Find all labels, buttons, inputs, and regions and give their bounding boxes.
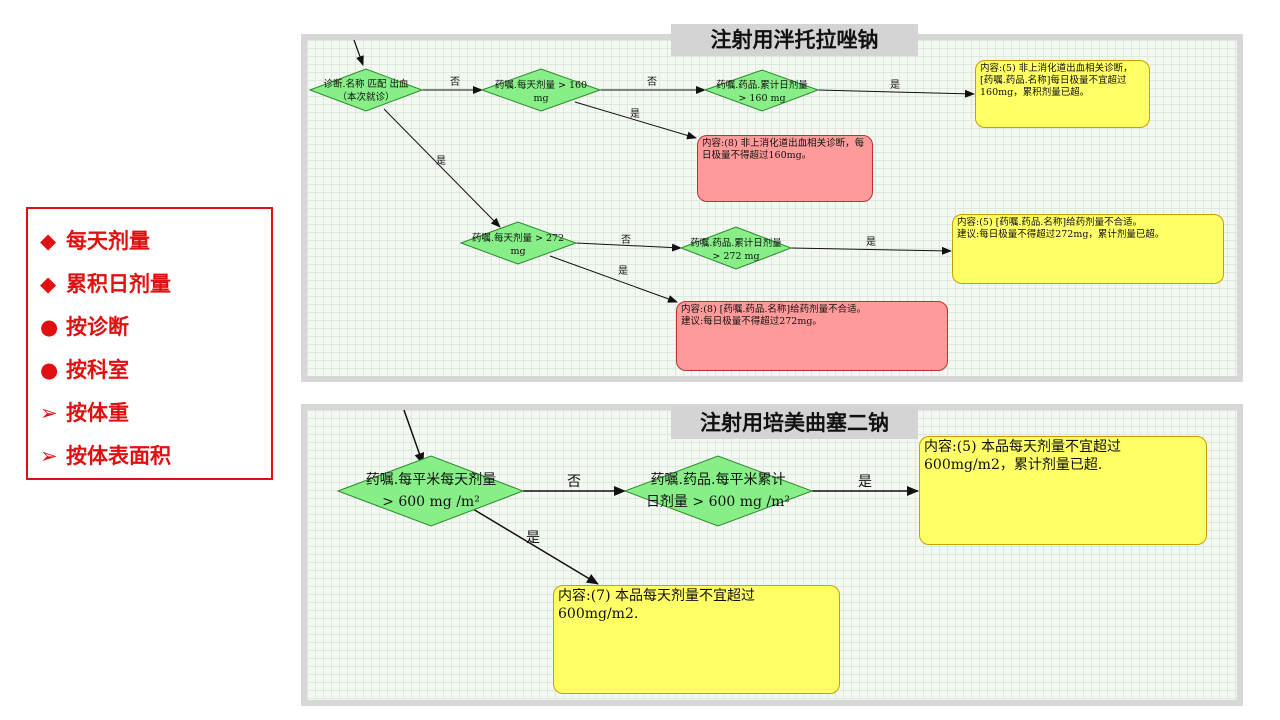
flowchart-panel-pemetrexed: 否 是 是 药嘱.每平米每天剂量 > 600 mg /m² 药嘱.药品.每平米累… bbox=[307, 409, 1237, 700]
node-line: 药嘱.药品.累计日剂量 bbox=[690, 237, 782, 249]
entry-edge bbox=[403, 409, 425, 465]
result-box-cumulative-272: 内容:(5) [药嘱.药品.名称]给药剂量不合适。 建议:每日极量不得超过272… bbox=[952, 214, 1224, 284]
node-line: > 160 mg bbox=[738, 93, 785, 104]
edge-label: 否 bbox=[567, 474, 581, 490]
flowchart-panel-pantoprazole: 否 否 是 是 是 否 是 是 诊断.名称 匹配 出血 （本次就诊） 药嘱.每天… bbox=[307, 39, 1237, 376]
edge-label: 否 bbox=[621, 234, 631, 246]
legend-label: 按体表面积 bbox=[66, 444, 171, 468]
node-line: （本次就诊） bbox=[337, 91, 394, 103]
result-box-cumulative-160: 内容:(5) 非上消化道出血相关诊断，[药嘱.药品.名称]每日极量不宜超过160… bbox=[975, 60, 1150, 128]
edge-d3-y1 bbox=[817, 89, 975, 98]
legend-item-by-body-surface: ➢ 按体表面积 bbox=[40, 440, 171, 470]
edge-label: 否 bbox=[647, 76, 657, 88]
decision-node-per-m2-cumulative: 药嘱.药品.每平米累计 日剂量 > 600 mg /m² bbox=[623, 455, 814, 527]
edge-label: 是 bbox=[618, 265, 628, 277]
decision-node-daily-160: 药嘱.每天剂量 > 160 mg bbox=[480, 68, 602, 112]
edge-d1-d4 bbox=[383, 108, 501, 228]
result-box-per-m2-cumulative: 内容:(5) 本品每天剂量不宜超过600mg/m2，累计剂量已超. bbox=[919, 436, 1207, 545]
node-line: 诊断.名称 匹配 出血 bbox=[323, 78, 409, 90]
decision-node-per-m2-daily: 药嘱.每平米每天剂量 > 600 mg /m² bbox=[336, 455, 525, 527]
edge-d5-y2 bbox=[790, 246, 952, 255]
edge-label: 是 bbox=[866, 236, 876, 248]
node-line: 日剂量 > 600 mg /m² bbox=[646, 494, 790, 510]
legend-item-daily-dose: ◆ 每天剂量 bbox=[40, 225, 150, 255]
legend-label: 每天剂量 bbox=[66, 229, 150, 253]
diamond-bullet-icon: ◆ bbox=[40, 272, 57, 296]
decision-node-diagnosis: 诊断.名称 匹配 出血 （本次就诊） bbox=[308, 68, 424, 112]
entry-edge bbox=[353, 39, 364, 66]
decision-node-cumulative-272: 药嘱.药品.累计日剂量 > 272 mg bbox=[679, 226, 793, 270]
arrow-bullet-icon: ➢ bbox=[40, 401, 58, 425]
result-box-daily-160: 内容:(8) 非上消化道出血相关诊断，每日极量不得超过160mg。 bbox=[697, 135, 873, 202]
edge-d2-r1 bbox=[574, 101, 697, 140]
edge-label: 是 bbox=[526, 530, 540, 546]
edge-label: 是 bbox=[858, 474, 872, 490]
result-box-per-m2-daily: 内容:(7) 本品每天剂量不宜超过600mg/m2. bbox=[553, 585, 840, 694]
edge-label: 是 bbox=[436, 155, 446, 167]
result-box-daily-272: 内容:(8) [药嘱.药品.名称]给药剂量不合适。 建议:每日极量不得超过272… bbox=[676, 301, 948, 371]
decision-node-daily-272: 药嘱.每天剂量 > 272 mg bbox=[459, 221, 578, 265]
legend-label: 按科室 bbox=[66, 358, 129, 382]
diamond-bullet-icon: ◆ bbox=[40, 229, 57, 253]
node-line: mg bbox=[533, 93, 548, 104]
flowchart-pantoprazole-svg: 否 否 是 是 是 否 是 是 诊断.名称 匹配 出血 （本次就诊） 药嘱.每天… bbox=[308, 39, 975, 303]
node-line: > 600 mg /m² bbox=[382, 494, 480, 510]
decision-node-cumulative-160: 药嘱.药品.累计日剂量 > 160 mg bbox=[703, 69, 820, 112]
edge-label: 否 bbox=[450, 76, 460, 88]
legend-item-by-weight: ➢ 按体重 bbox=[40, 397, 129, 427]
legend-item-cumulative-dose: ◆ 累积日剂量 bbox=[40, 268, 171, 298]
edge-d4-r2 bbox=[549, 255, 678, 303]
node-line: 药嘱.药品.累计日剂量 bbox=[716, 79, 808, 91]
node-line: 药嘱.每平米每天剂量 bbox=[366, 472, 496, 488]
legend-item-by-diagnosis: ● 按诊断 bbox=[40, 311, 129, 341]
legend-box: ◆ 每天剂量 ◆ 累积日剂量 ● 按诊断 ● 按科室 ➢ 按体重 ➢ 按体表面积 bbox=[26, 207, 273, 480]
node-line: 药嘱.药品.每平米累计 bbox=[651, 472, 786, 488]
flowchart-pemetrexed-svg: 否 是 是 药嘱.每平米每天剂量 > 600 mg /m² 药嘱.药品.每平米累… bbox=[336, 409, 919, 585]
panel-title-pantoprazole: 注射用泮托拉唑钠 bbox=[671, 24, 918, 56]
arrow-bullet-icon: ➢ bbox=[40, 444, 58, 468]
circle-bullet-icon: ● bbox=[40, 315, 59, 339]
edge-d1-y2 bbox=[472, 508, 599, 585]
node-line: mg bbox=[510, 246, 525, 257]
legend-label: 按体重 bbox=[66, 401, 129, 425]
edge-d4-d5 bbox=[575, 242, 682, 252]
panel-title-pemetrexed: 注射用培美曲塞二钠 bbox=[671, 407, 918, 439]
edge-label: 是 bbox=[630, 108, 640, 120]
circle-bullet-icon: ● bbox=[40, 358, 59, 382]
node-line: 药嘱.每天剂量 > 272 bbox=[472, 232, 564, 244]
edge-label: 是 bbox=[890, 79, 900, 91]
legend-label: 累积日剂量 bbox=[66, 272, 171, 296]
node-line: 药嘱.每天剂量 > 160 bbox=[495, 79, 587, 91]
node-line: > 272 mg bbox=[712, 251, 759, 262]
legend-label: 按诊断 bbox=[66, 315, 129, 339]
legend-item-by-department: ● 按科室 bbox=[40, 354, 129, 384]
